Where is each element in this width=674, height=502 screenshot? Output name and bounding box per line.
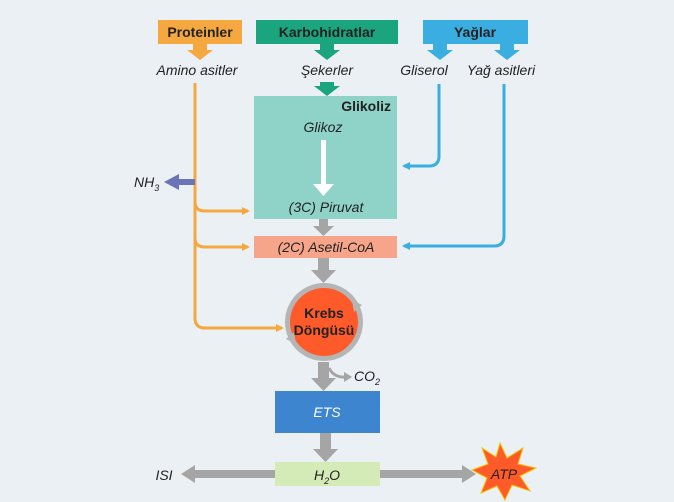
nh3-arrowhead	[164, 174, 179, 190]
water-label: H2O	[314, 467, 340, 486]
glucose-to-pyruvate-arrow	[321, 140, 326, 184]
arrow-proteins-down	[187, 44, 213, 60]
amino-acids-label: Amino asitler	[156, 62, 239, 78]
glucose-to-pyruvate-arrowhead	[313, 184, 334, 196]
proteins-box: Proteinler	[158, 20, 242, 44]
fats-label: Yağlar	[454, 24, 497, 40]
arrow-acetylcoa-to-krebs	[311, 258, 336, 283]
co2-branch-arrowhead	[344, 372, 352, 382]
water-box: H2O	[275, 462, 380, 486]
nh3-base: NH	[134, 174, 155, 190]
sugars-label: Şekerler	[301, 62, 354, 78]
glycerol-label: Gliserol	[400, 62, 448, 78]
nh3-label: NH3	[134, 174, 159, 193]
proteins-label: Proteinler	[167, 24, 233, 40]
krebs-cycle: Krebs Döngüsü	[285, 283, 363, 361]
ets-box: ETS	[275, 391, 380, 433]
arrow-krebs-to-ets	[311, 362, 336, 391]
arrow-carbs-down	[314, 44, 340, 60]
acetyl-coa-label: (2C) Asetil-CoA	[278, 239, 375, 255]
water-tail: O	[329, 467, 340, 483]
glycolysis-box: Glikoliz Glikoz (3C) Piruvat	[254, 96, 397, 219]
arrow-pyruvate-to-acetylcoa	[313, 219, 334, 236]
nh3-subscript: 3	[154, 183, 159, 193]
glycerol-to-glycolysis-arrow	[402, 84, 441, 170]
fatty-acids-to-acetylcoa-arrow	[402, 84, 506, 250]
fats-box: Yağlar	[423, 20, 528, 44]
atp-burst: ATP	[470, 441, 538, 502]
co2-subscript: 2	[374, 377, 380, 387]
arrow-fats-left	[427, 44, 453, 60]
carbs-box: Karbohidratlar	[256, 20, 398, 44]
krebs-line1: Krebs	[304, 305, 344, 321]
co2-branch-arrow	[327, 367, 347, 379]
pyruvate-label: (3C) Piruvat	[289, 199, 365, 215]
krebs-line2: Döngüsü	[294, 322, 355, 338]
co2-base: CO	[354, 368, 375, 384]
arrow-to-heat	[181, 465, 275, 483]
carbs-label: Karbohidratlar	[279, 24, 376, 40]
amino-to-krebs-arrow	[193, 317, 284, 332]
fatty-acids-label: Yağ asitleri	[467, 62, 536, 78]
atp-label: ATP	[490, 466, 518, 482]
co2-label: CO2	[354, 368, 380, 387]
arrow-fats-right	[494, 44, 520, 60]
glucose-label: Glikoz	[304, 119, 343, 135]
glycolysis-title: Glikoliz	[341, 98, 391, 114]
water-base: H	[314, 467, 325, 483]
arrow-sugars-down	[314, 82, 340, 96]
amino-to-acetylcoa-arrow	[193, 237, 250, 251]
water-subscript: 2	[323, 476, 329, 486]
arrow-ets-to-water	[313, 433, 338, 462]
acetyl-coa-box: (2C) Asetil-CoA	[254, 236, 397, 258]
arrow-to-atp	[380, 465, 476, 483]
ets-label: ETS	[313, 404, 341, 420]
heat-label: ISI	[155, 467, 172, 483]
amino-to-pyruvate-arrow	[193, 201, 250, 215]
